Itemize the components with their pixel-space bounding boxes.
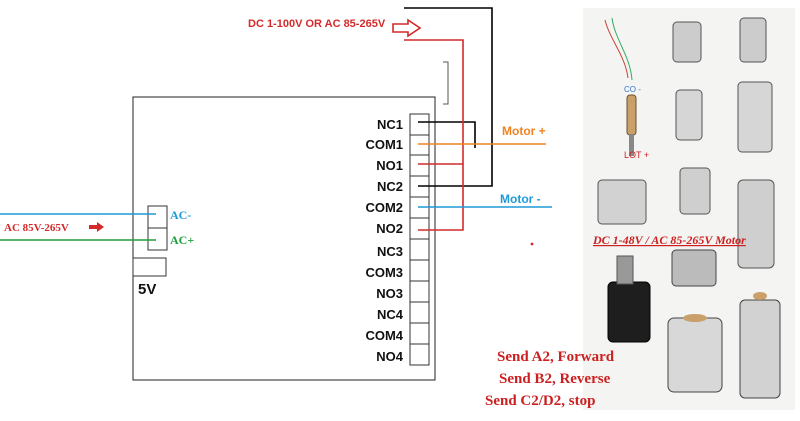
terminal-bracket — [443, 61, 449, 105]
supply-label: DC 1-100V OR AC 85-265V — [248, 18, 386, 30]
terminal-nc3: NC3 — [377, 244, 403, 259]
command-forward: Send A2, Forward — [497, 349, 615, 365]
terminal-no4: NO4 — [376, 349, 404, 364]
power-label: 5V — [138, 281, 156, 298]
motor-photo: CO - LOT + DC 1-48V / AC 85-265V Motor — [583, 8, 795, 410]
supply-arrow-icon — [392, 18, 422, 38]
left-motor-illustration-2 — [597, 179, 651, 343]
terminal-no3: NO3 — [376, 286, 403, 301]
motor-minus-label: Motor - — [500, 192, 541, 206]
ac-input-label: AC 85V-265V — [4, 222, 69, 234]
power-connector — [132, 257, 167, 277]
mid-motor-illustration — [667, 21, 723, 393]
marker-dot — [530, 242, 534, 246]
controller-board — [132, 96, 436, 381]
relay-terminal-block — [409, 113, 430, 366]
terminal-com2: COM2 — [365, 200, 403, 215]
command-stop: Send C2/D2, stop — [485, 393, 595, 409]
wire-minus-label: CO - — [624, 85, 641, 94]
command-reverse: Send B2, Reverse — [499, 371, 611, 387]
terminal-nc2: NC2 — [377, 179, 403, 194]
terminal-com4: COM4 — [365, 328, 403, 343]
terminal-no1: NO1 — [376, 158, 403, 173]
small-motor-illustration-1 — [604, 17, 637, 156]
wire-black-supply — [404, 7, 493, 187]
ac-plus-label: AC+ — [170, 233, 194, 247]
wire-red-supply — [404, 39, 464, 231]
ac-minus-label: AC- — [170, 208, 191, 222]
right-motor-illustration — [737, 17, 781, 399]
terminal-com3: COM3 — [365, 265, 403, 280]
wire-plus-label: LOT + — [624, 150, 649, 160]
motor-plus-label: Motor + — [502, 124, 546, 138]
ac-arrow-icon — [89, 222, 104, 232]
terminal-no2: NO2 — [376, 221, 403, 236]
wire-black-nc1 — [418, 121, 476, 148]
terminal-com1: COM1 — [365, 137, 403, 152]
terminal-nc1: NC1 — [377, 117, 403, 132]
motor-caption: DC 1-48V / AC 85-265V Motor — [592, 233, 746, 247]
terminal-nc4: NC4 — [377, 307, 404, 322]
